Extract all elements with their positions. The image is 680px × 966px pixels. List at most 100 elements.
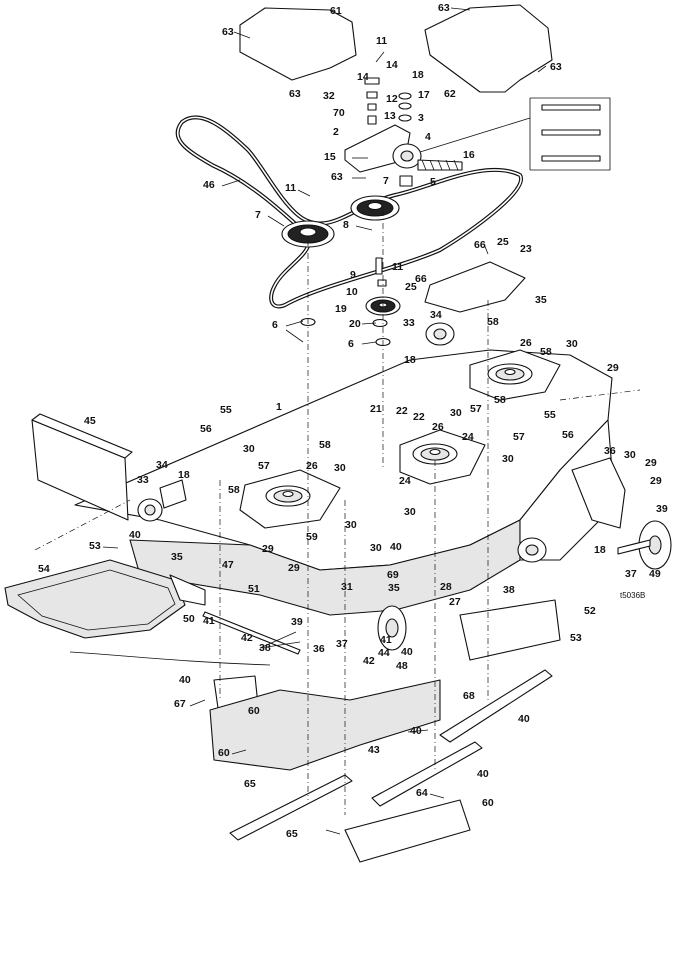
callout: 65 bbox=[286, 828, 298, 840]
baffle-45-flange bbox=[31, 413, 133, 459]
callout: 42 bbox=[241, 632, 253, 644]
callout: 59 bbox=[306, 531, 318, 543]
callout: 37 bbox=[336, 638, 348, 650]
callout: 30 bbox=[624, 449, 636, 461]
callout: 26 bbox=[520, 337, 532, 349]
callout: 7 bbox=[383, 175, 389, 187]
callout: 40 bbox=[129, 529, 141, 541]
callout: 38 bbox=[503, 584, 515, 596]
alignment-axes bbox=[34, 210, 641, 815]
tension-spring-16 bbox=[417, 159, 463, 171]
callout: 69 bbox=[387, 569, 399, 581]
callout: 14 bbox=[386, 59, 398, 71]
chute-mount-bracket bbox=[169, 574, 206, 606]
callout: 36 bbox=[313, 643, 325, 655]
idler-stack bbox=[364, 77, 422, 187]
blade-60-center bbox=[371, 741, 483, 807]
pulley-center bbox=[350, 195, 400, 221]
callout: 26 bbox=[432, 421, 444, 433]
callout: 35 bbox=[171, 551, 183, 563]
callout: 29 bbox=[262, 543, 274, 555]
adjustment-rod-52 bbox=[202, 611, 301, 655]
callout: 26 bbox=[306, 460, 318, 472]
callout: 17 bbox=[418, 89, 430, 101]
blade-60-left bbox=[229, 774, 353, 841]
callout: 66 bbox=[474, 239, 486, 251]
callout: 52 bbox=[584, 605, 596, 617]
callout: 35 bbox=[535, 294, 547, 306]
callout: 60 bbox=[482, 797, 494, 809]
callout: 34 bbox=[156, 459, 168, 471]
callout: 16 bbox=[463, 149, 475, 161]
callout: 11 bbox=[392, 261, 403, 273]
callout: 20 bbox=[349, 318, 361, 330]
callout: 67 bbox=[174, 698, 186, 710]
callout: 9 bbox=[350, 269, 356, 281]
callout: 56 bbox=[562, 429, 574, 441]
callout: 42 bbox=[363, 655, 375, 667]
spindle-left bbox=[239, 469, 341, 529]
callout: 18 bbox=[178, 469, 190, 481]
deck-right-side bbox=[519, 419, 613, 561]
callout: 30 bbox=[502, 453, 514, 465]
callout: 22 bbox=[396, 405, 408, 417]
callout: 49 bbox=[649, 568, 661, 580]
rear-bracket-64 bbox=[344, 799, 471, 863]
callout: 47 bbox=[222, 559, 234, 571]
callout: 1 bbox=[276, 401, 282, 413]
front-roller-27 bbox=[517, 537, 547, 563]
blade-60-right bbox=[439, 669, 553, 743]
callout: 4 bbox=[425, 131, 431, 143]
callout: 11 bbox=[285, 182, 296, 194]
callout: 29 bbox=[288, 562, 300, 574]
callout: 56 bbox=[200, 423, 212, 435]
spindle-center bbox=[399, 429, 486, 485]
callout: 65 bbox=[244, 778, 256, 790]
callout: 25 bbox=[405, 281, 417, 293]
callout-leader-lines bbox=[102, 7, 547, 835]
callout: 63 bbox=[331, 171, 343, 183]
callout: 24 bbox=[462, 431, 474, 443]
callout: 58 bbox=[494, 394, 506, 406]
callout: 39 bbox=[291, 616, 303, 628]
callout: 40 bbox=[518, 713, 530, 725]
callout: 61 bbox=[330, 5, 342, 17]
callout-labels: 61 63 63 11 14 14 63 63 62 18 32 12 17 7… bbox=[38, 2, 668, 840]
callout: 31 bbox=[341, 581, 353, 593]
callout: 55 bbox=[220, 404, 232, 416]
figure-reference-number: t5036B bbox=[620, 591, 645, 600]
callout: 40 bbox=[179, 674, 191, 686]
callout: 35 bbox=[388, 582, 400, 594]
callout: 53 bbox=[570, 632, 582, 644]
callout: 29 bbox=[645, 457, 657, 469]
callout: 50 bbox=[183, 613, 195, 625]
callout: 2 bbox=[333, 126, 339, 138]
callout: 54 bbox=[38, 563, 50, 575]
callout: 60 bbox=[218, 747, 230, 759]
callout: 40 bbox=[390, 541, 402, 553]
callout: 30 bbox=[345, 519, 357, 531]
callout: 43 bbox=[368, 744, 380, 756]
callout: 57 bbox=[470, 403, 482, 415]
callout: 21 bbox=[370, 403, 382, 415]
callout: 62 bbox=[444, 88, 456, 100]
pulley-left bbox=[281, 220, 335, 248]
callout: 23 bbox=[520, 243, 532, 255]
callout: 36 bbox=[604, 445, 616, 457]
callout: 30 bbox=[450, 407, 462, 419]
deck-wheel-right bbox=[571, 457, 672, 570]
deflector-cable-48 bbox=[69, 651, 271, 666]
callout: 34 bbox=[430, 309, 442, 321]
callout: 30 bbox=[566, 338, 578, 350]
callout: 13 bbox=[384, 110, 396, 122]
callout: 10 bbox=[346, 286, 358, 298]
callout: 7 bbox=[255, 209, 261, 221]
callout: 5 bbox=[430, 176, 436, 188]
callout: 46 bbox=[203, 179, 215, 191]
callout: 18 bbox=[404, 354, 416, 366]
callout: 58 bbox=[228, 484, 240, 496]
callout: 55 bbox=[544, 409, 556, 421]
callout: 64 bbox=[416, 787, 428, 799]
callout: 53 bbox=[89, 540, 101, 552]
